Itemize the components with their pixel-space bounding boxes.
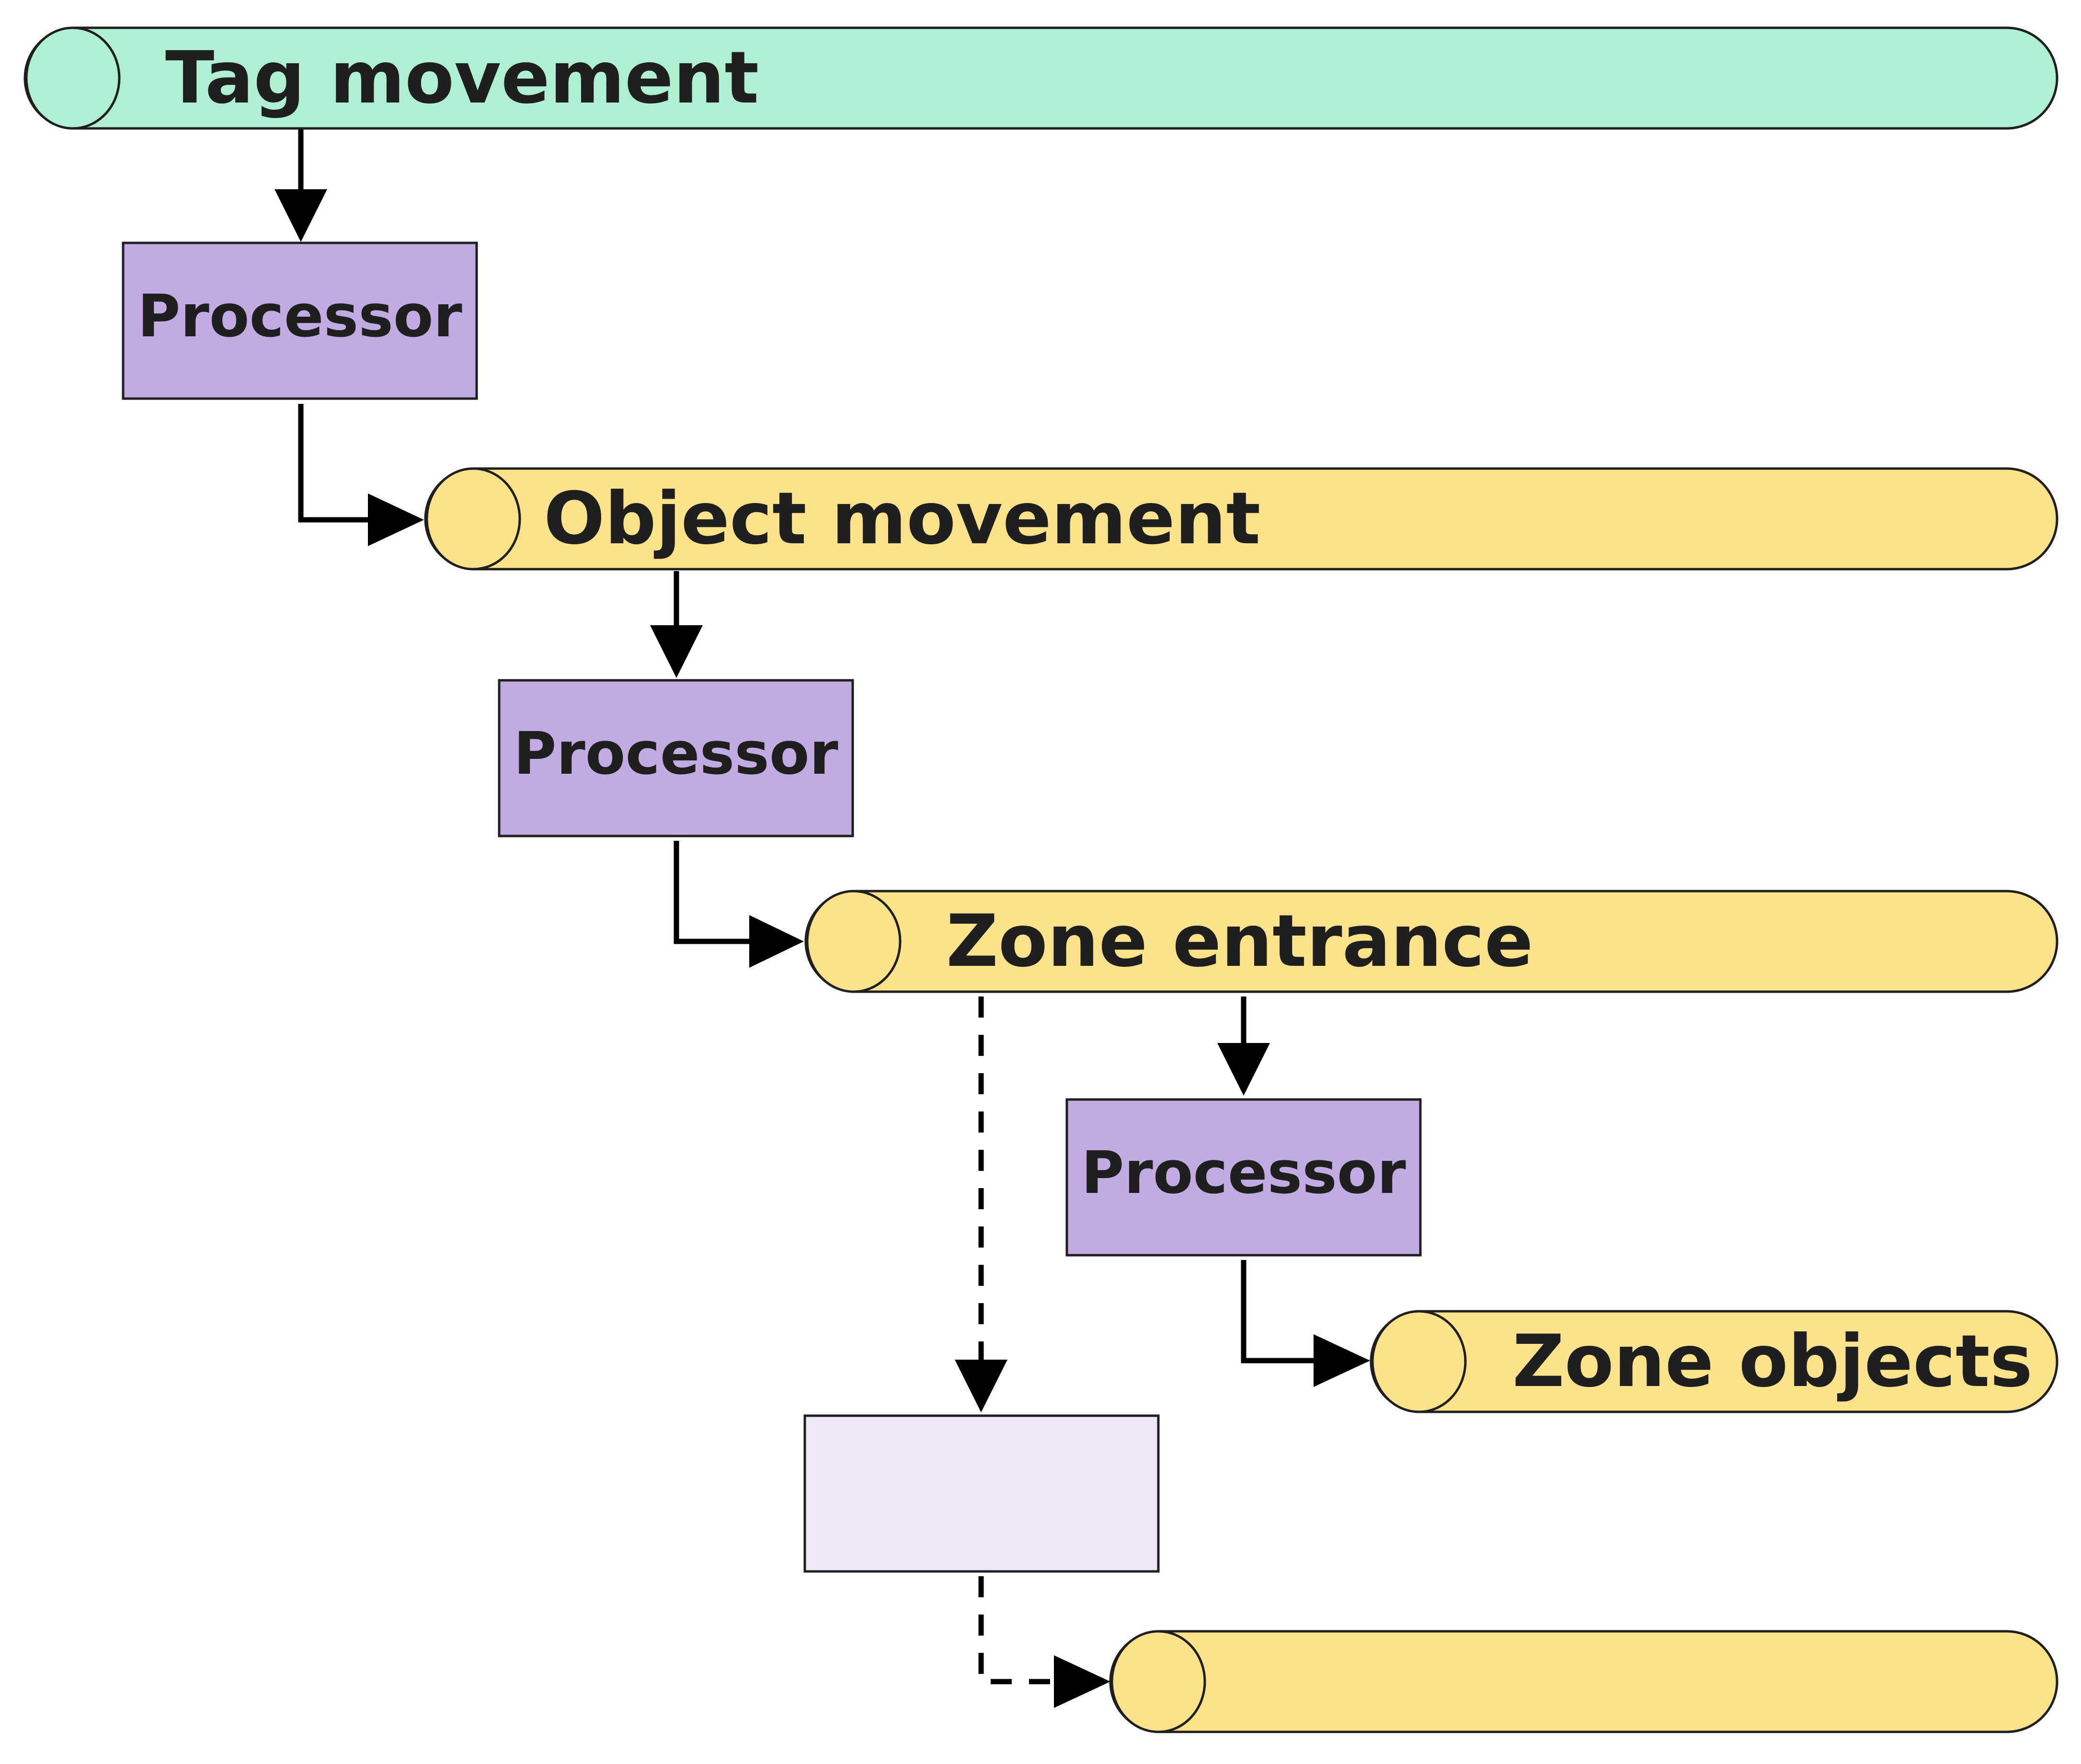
edge-unlabeled-box-to-unlabeled-topic-dashed xyxy=(978,1576,1110,1708)
edge-processor-3-to-zone-objects xyxy=(1241,1260,1370,1387)
processor-3[interactable]: Processor xyxy=(1065,1098,1422,1257)
topic-object-movement-label: Object movement xyxy=(544,477,1260,561)
cylinder-cap-icon xyxy=(1110,1630,1206,1733)
processor-2-box xyxy=(498,679,854,837)
processor-3-label: Processor xyxy=(1081,1139,1406,1207)
edge-tag-movement-to-processor-1 xyxy=(274,129,327,242)
processor-3-box xyxy=(1065,1098,1422,1257)
topic-zone-objects[interactable]: Zone objects xyxy=(1370,1310,2058,1413)
topic-zone-objects-label: Zone objects xyxy=(1512,1320,2033,1403)
topic-tag-movement-label: Tag movement xyxy=(165,36,759,120)
topic-zone-entrance[interactable]: Zone entrance xyxy=(804,890,2058,993)
cylinder-cap-icon xyxy=(1371,1310,1467,1413)
topic-unlabeled-body xyxy=(1109,1630,2058,1733)
cylinder-cap-icon xyxy=(425,467,521,571)
cylinder-cap-icon xyxy=(806,890,902,993)
topic-zone-entrance-body xyxy=(804,890,2058,993)
topic-object-movement[interactable]: Object movement xyxy=(424,467,2058,571)
edges xyxy=(274,129,1370,1708)
topic-zone-objects-body xyxy=(1370,1310,2058,1413)
cylinder-cap-icon xyxy=(25,26,121,130)
unlabeled-box[interactable] xyxy=(803,1414,1160,1573)
processor-1-label: Processor xyxy=(137,282,462,350)
unlabeled-box-rect xyxy=(803,1414,1160,1573)
topic-unlabeled[interactable] xyxy=(1109,1630,2058,1733)
processor-2[interactable]: Processor xyxy=(498,679,854,837)
topic-tag-movement[interactable]: Tag movement xyxy=(23,26,2058,130)
edge-zone-entrance-to-processor-3 xyxy=(1217,997,1270,1096)
topic-zone-entrance-label: Zone entrance xyxy=(946,900,1533,983)
topic-object-movement-body xyxy=(424,467,2058,571)
processor-1-box xyxy=(122,241,478,400)
processor-2-label: Processor xyxy=(514,720,838,788)
edge-processor-2-to-zone-entrance xyxy=(674,841,804,968)
topic-tag-movement-body xyxy=(23,26,2058,130)
edge-object-movement-to-processor-2 xyxy=(650,571,703,678)
edge-zone-entrance-to-unlabeled-box-dashed xyxy=(955,997,1007,1412)
edge-processor-1-to-object-movement xyxy=(298,404,424,546)
processor-1[interactable]: Processor xyxy=(122,241,478,400)
